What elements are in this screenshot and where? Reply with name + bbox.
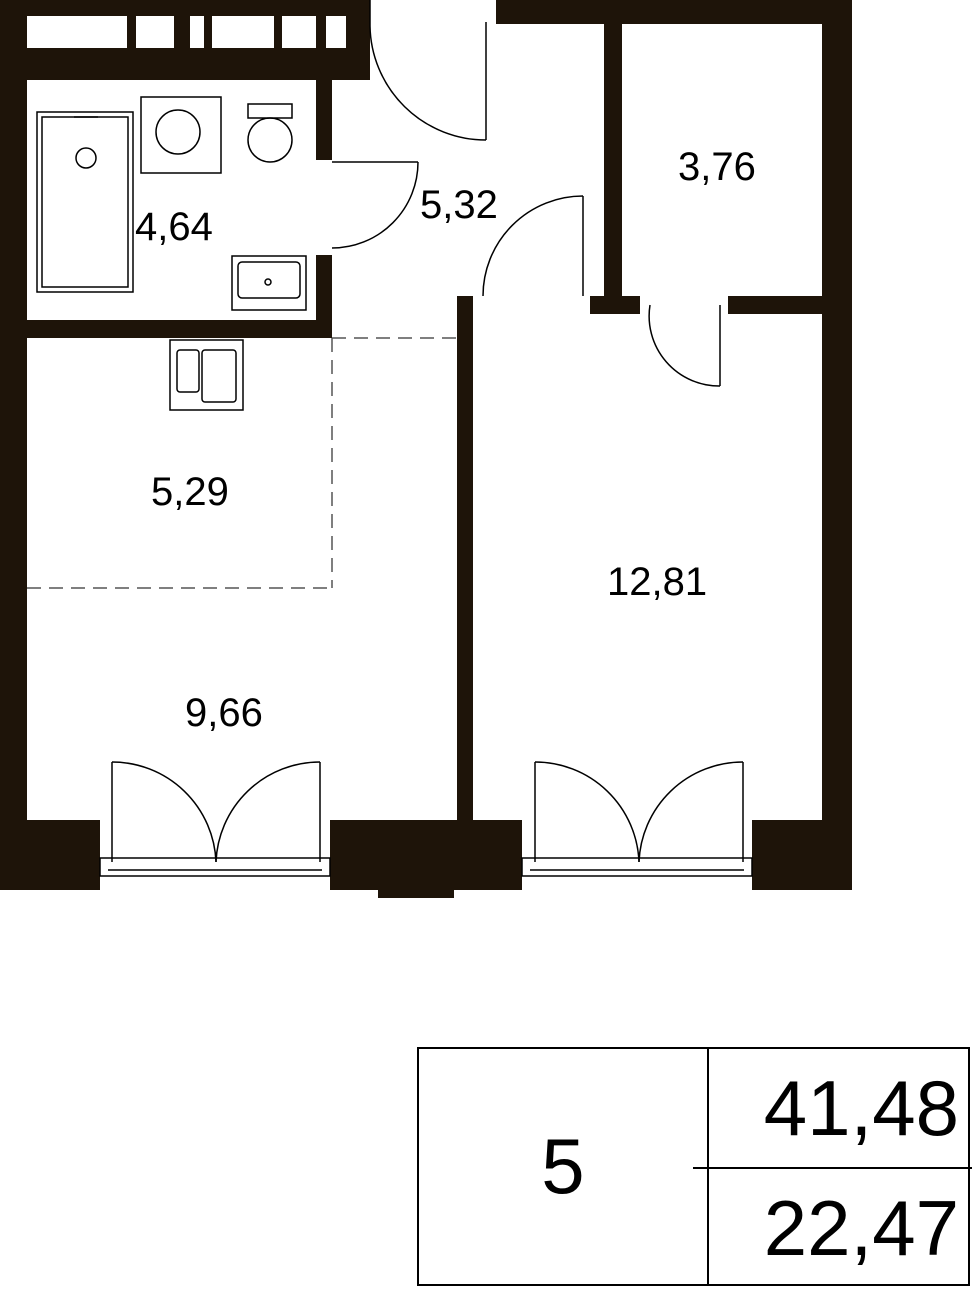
total-area-value: 41,48 xyxy=(763,1063,959,1152)
toilet-icon xyxy=(247,103,293,119)
apartment-number: 5 xyxy=(541,1122,585,1210)
summary-divider-vertical xyxy=(707,1049,709,1284)
top-windows xyxy=(27,16,346,320)
bedroom-area-label: 12,81 xyxy=(607,560,707,604)
hall-area-label: 5,32 xyxy=(420,183,498,227)
floor-plan: 4,64 5,32 3,76 5,29 9,66 12,81 xyxy=(0,0,852,898)
walls xyxy=(0,0,852,898)
fixtures xyxy=(36,0,753,877)
apartment-summary-box: 5 41,48 22,47 xyxy=(417,1047,972,1286)
kitchen-zone xyxy=(27,337,457,589)
bathroom-sink-icon xyxy=(231,255,307,311)
summary-divider-horizontal xyxy=(693,1167,972,1169)
bathtub-icon xyxy=(36,111,134,293)
bathroom-area-label: 4,64 xyxy=(135,205,213,249)
living-area-label: 9,66 xyxy=(185,691,263,735)
washing-machine-icon xyxy=(140,96,222,174)
storage-area-label: 3,76 xyxy=(678,145,756,189)
kitchen-sink-icon xyxy=(169,339,244,411)
living-area-value: 22,47 xyxy=(763,1183,959,1272)
kitchen-area-label: 5,29 xyxy=(151,470,229,514)
